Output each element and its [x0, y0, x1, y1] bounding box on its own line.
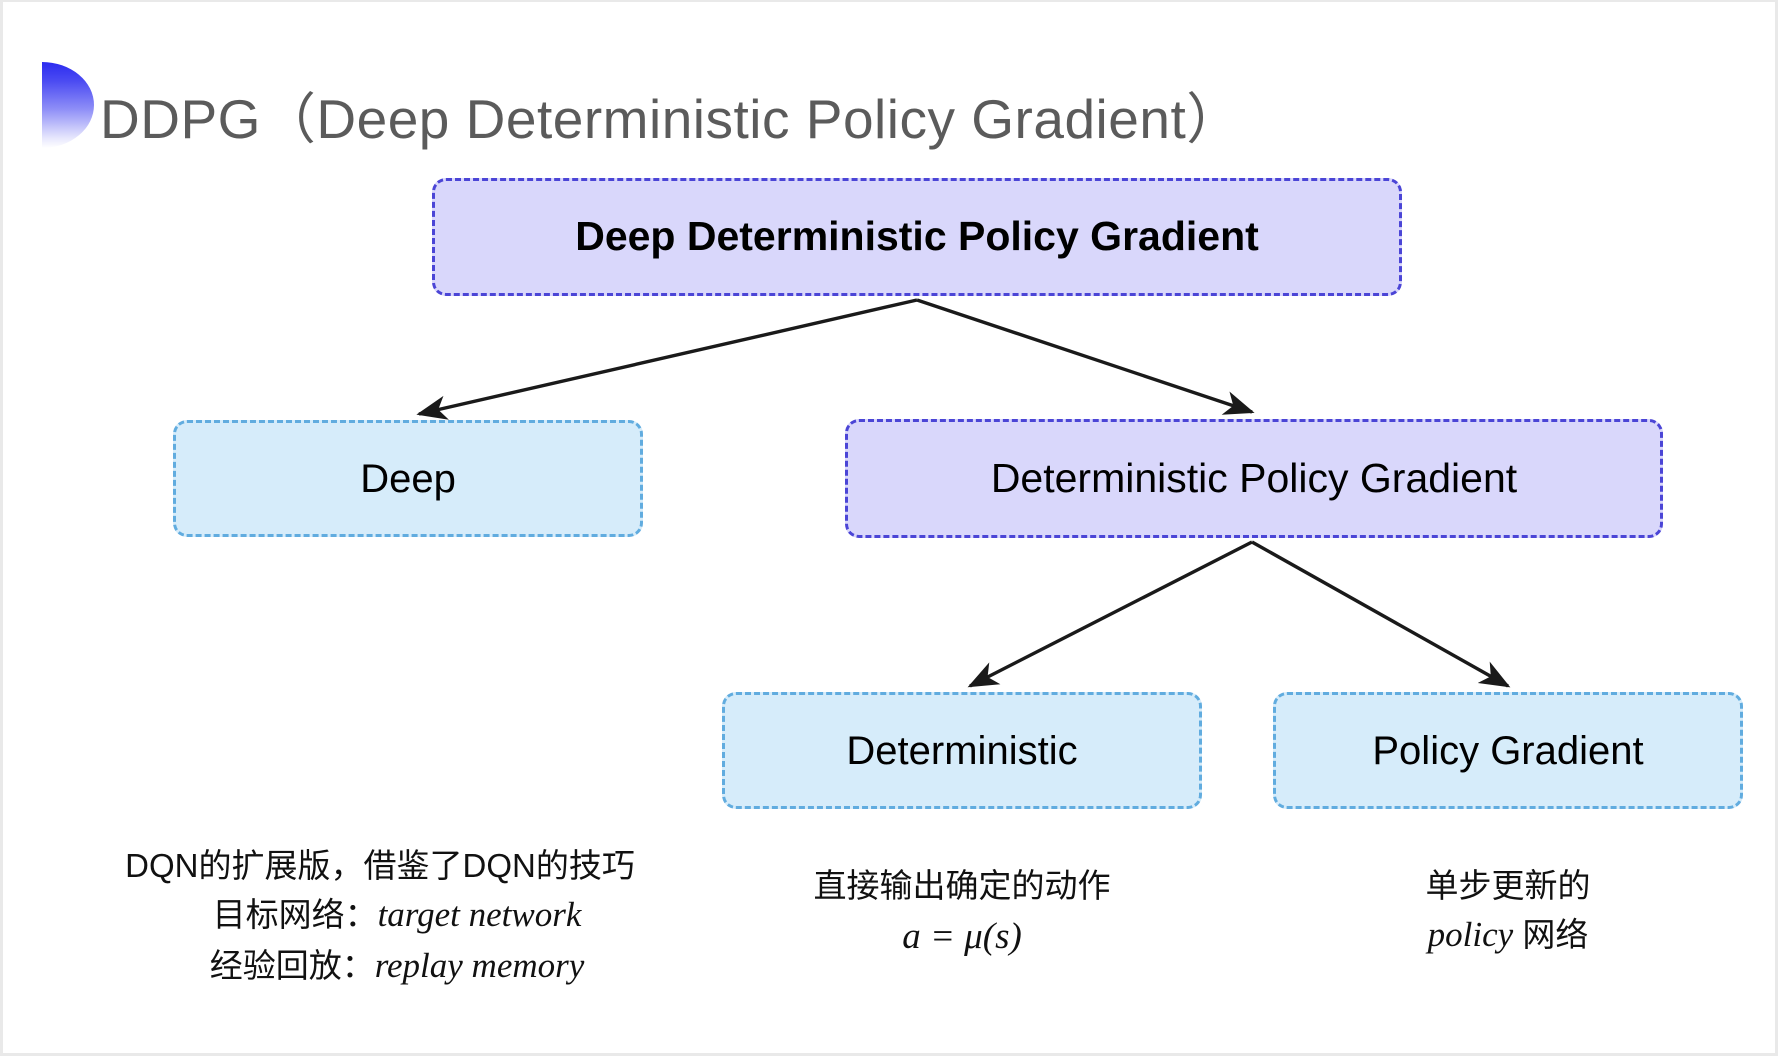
- page-title: DDPG（Deep Deterministic Policy Gradient）: [100, 88, 1242, 150]
- slide-frame-top: [0, 0, 1778, 2]
- arrow-root-to-deep: [416, 298, 918, 420]
- node-deep[interactable]: Deep: [173, 420, 643, 537]
- caption-policy-gradient-term: policy: [1427, 914, 1514, 954]
- title-bullet-icon: [42, 62, 94, 148]
- arrow-dpg-to-deterministic: [967, 540, 1253, 688]
- node-deterministic[interactable]: Deterministic: [722, 692, 1202, 809]
- node-deep-deterministic-policy-gradient[interactable]: Deep Deterministic Policy Gradient: [432, 178, 1402, 296]
- node-deterministic-policy-gradient[interactable]: Deterministic Policy Gradient: [845, 419, 1663, 538]
- arrow-root-to-dpg: [916, 298, 1255, 415]
- slide-frame-left: [0, 0, 3, 1056]
- caption-deep-line2-term: target network: [377, 894, 582, 934]
- caption-deep-line2-label: 目标网络：: [212, 895, 378, 933]
- caption-deep-line2: 目标网络：target network: [100, 890, 660, 941]
- caption-policy-gradient-line1: 单步更新的: [1425, 867, 1591, 904]
- caption-deep-line3-label: 经验回放：: [209, 946, 375, 984]
- caption-deterministic: 直接输出确定的动作 a = μ(s): [722, 862, 1202, 963]
- caption-policy-gradient-line2: policy 网络: [1273, 910, 1743, 961]
- arrow-dpg-to-policy-gradient: [1251, 540, 1511, 688]
- node-policy-gradient[interactable]: Policy Gradient: [1273, 692, 1743, 809]
- caption-deep-line3: 经验回放：replay memory: [100, 941, 660, 992]
- slide-frame-right: [1775, 0, 1778, 1056]
- caption-deterministic-line1: 直接输出确定的动作: [813, 867, 1111, 904]
- caption-deep: DQN的扩展版，借鉴了DQN的技巧 目标网络：target network 经验…: [100, 842, 660, 991]
- slide-frame-bottom: [0, 1053, 1778, 1056]
- caption-deterministic-formula: a = μ(s): [902, 915, 1022, 957]
- caption-deep-line1: DQN的扩展版，借鉴了DQN的技巧: [125, 847, 635, 884]
- caption-policy-gradient: 单步更新的 policy 网络: [1273, 862, 1743, 961]
- caption-policy-gradient-suffix: 网络: [1513, 915, 1589, 953]
- caption-deep-line3-term: replay memory: [374, 945, 585, 985]
